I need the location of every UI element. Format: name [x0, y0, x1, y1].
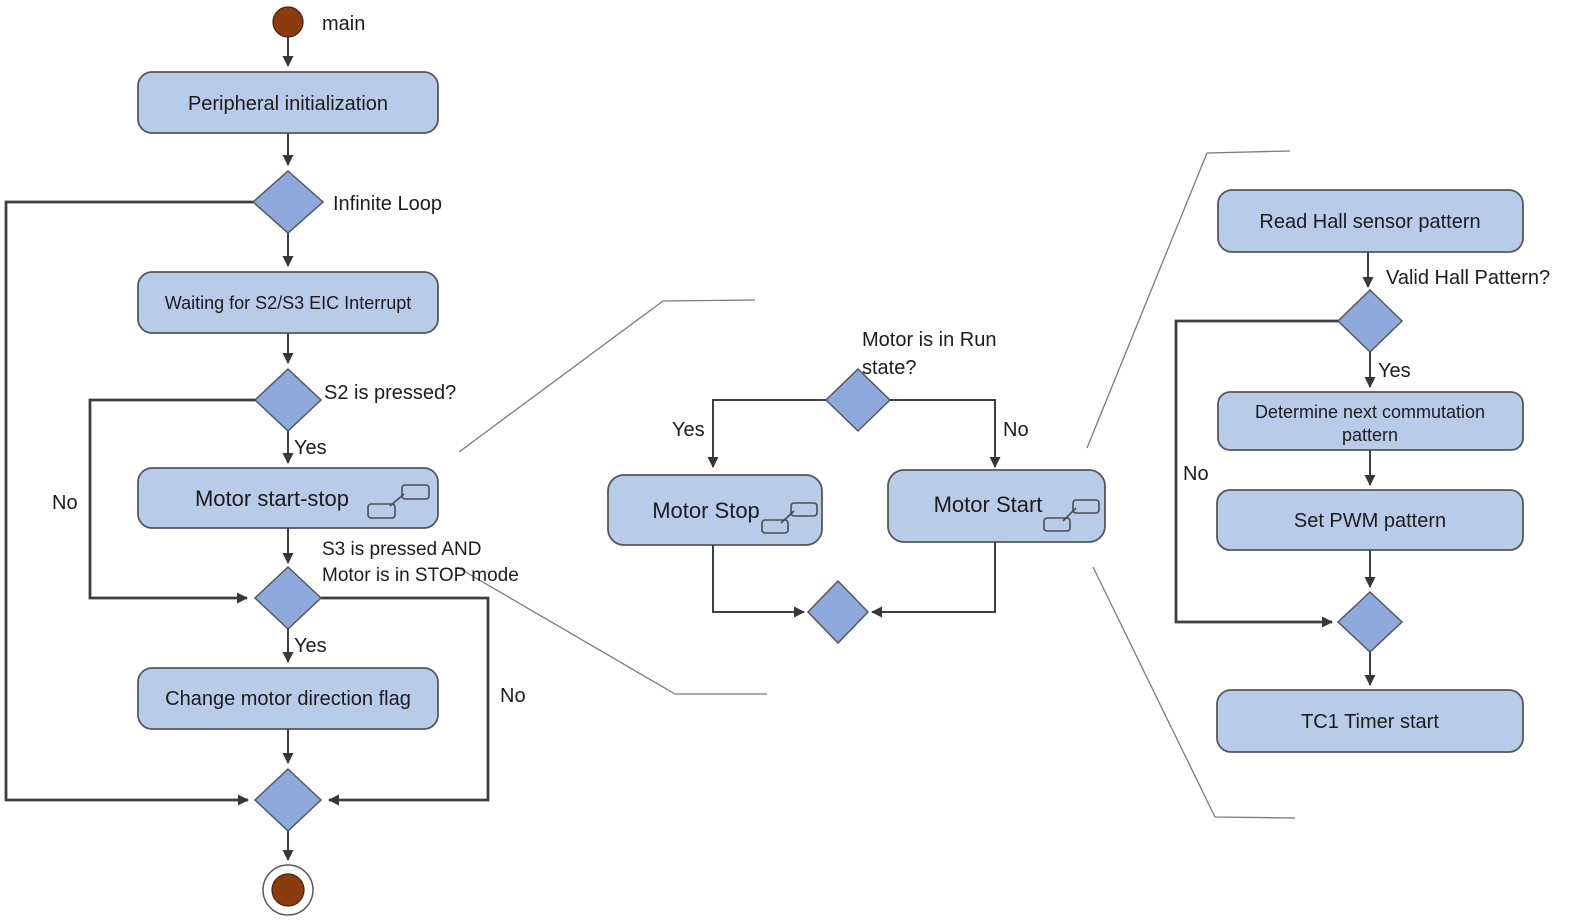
- edge-label-s3-yes: Yes: [294, 635, 327, 657]
- subprocess-motor-start-label: Motor Start: [934, 492, 1043, 517]
- end-node: [271, 873, 305, 907]
- motor-start-stop-flow: Motor is in Run state? Yes No Motor Stop…: [607, 329, 1106, 645]
- callout-line-right-lower: [1092, 566, 1296, 819]
- main-flow: main Peripheral initialization Infinite …: [4, 6, 526, 916]
- decision-motor-run-state: [824, 367, 892, 433]
- condition-s3-line1: S3 is pressed AND: [322, 539, 481, 560]
- edge-label-run-no: No: [1003, 419, 1029, 441]
- decision-infinite-loop: [251, 169, 325, 235]
- subprocess-motor-start-stop-label: Motor start-stop: [195, 486, 349, 511]
- edge-label-s2-yes: Yes: [294, 437, 327, 459]
- activity-waiting-eic-interrupt-label: Waiting for S2/S3 EIC Interrupt: [165, 293, 411, 313]
- subprocess-icon: [1043, 499, 1100, 532]
- subprocess-icon: [367, 484, 430, 519]
- activity-determine-commutation-label-line2: pattern: [1342, 425, 1398, 445]
- connector-valid-no: [1174, 319, 1338, 628]
- callout-lines: [456, 150, 1296, 819]
- decision-valid-hall-pattern: [1336, 288, 1404, 354]
- motor-start-flow: Read Hall sensor pattern Valid Hall Patt…: [1174, 189, 1550, 753]
- subprocess-motor-stop: [607, 474, 823, 546]
- decision-s3-pressed: [253, 565, 323, 631]
- condition-s3-line2: Motor is in STOP mode: [322, 565, 519, 586]
- decision-s2-pressed: [253, 367, 323, 433]
- edge-label-s2-no: No: [52, 492, 78, 514]
- connector-s2-no: [88, 398, 255, 604]
- edge-label-valid-no: No: [1183, 463, 1209, 485]
- decision-merge-middle: [806, 579, 870, 645]
- subprocess-icon: [761, 502, 818, 534]
- decision-merge-right: [1336, 590, 1404, 654]
- activity-read-hall-sensor: [1217, 189, 1524, 253]
- connector-run-yes: [707, 399, 826, 468]
- decision-infinite-loop-label: Infinite Loop: [333, 193, 442, 215]
- connector-start-to-merge: [871, 542, 996, 618]
- decision-run-state-label-line1: Motor is in Run: [862, 329, 997, 351]
- callout-line-right-upper: [1086, 150, 1291, 449]
- connector-s3-no: [321, 596, 490, 806]
- callout-line-left-lower: [456, 566, 767, 695]
- decision-merge-bottom: [253, 767, 323, 833]
- decision-valid-hall-label: Valid Hall Pattern?: [1386, 267, 1550, 289]
- activity-tc1-timer-start: [1216, 689, 1524, 753]
- subprocess-motor-start: [887, 469, 1106, 543]
- connector-stop-to-merge: [712, 545, 805, 618]
- subprocess-motor-stop-label: Motor Stop: [652, 498, 760, 523]
- activity-set-pwm-pattern-label: Set PWM pattern: [1294, 510, 1446, 532]
- connector-infinite-loop-exit: [4, 200, 253, 806]
- activity-tc1-timer-start-label: TC1 Timer start: [1301, 711, 1439, 733]
- decision-s2-pressed-label: S2 is pressed?: [324, 382, 456, 404]
- edge-label-s3-no: No: [500, 685, 526, 707]
- activity-peripheral-initialization-label: Peripheral initialization: [188, 93, 388, 115]
- start-node-label: main: [322, 13, 365, 35]
- activity-read-hall-sensor-label: Read Hall sensor pattern: [1259, 211, 1480, 233]
- decision-run-state-label-line2: state?: [862, 357, 916, 379]
- start-node: [272, 6, 304, 38]
- activity-change-motor-direction-label: Change motor direction flag: [165, 688, 411, 710]
- callout-line-left-upper: [458, 299, 756, 453]
- edge-label-valid-yes: Yes: [1378, 360, 1411, 382]
- connector-run-no: [890, 399, 1001, 468]
- activity-determine-commutation-label-line1: Determine next commutation: [1255, 402, 1485, 422]
- edge-label-run-yes: Yes: [672, 419, 705, 441]
